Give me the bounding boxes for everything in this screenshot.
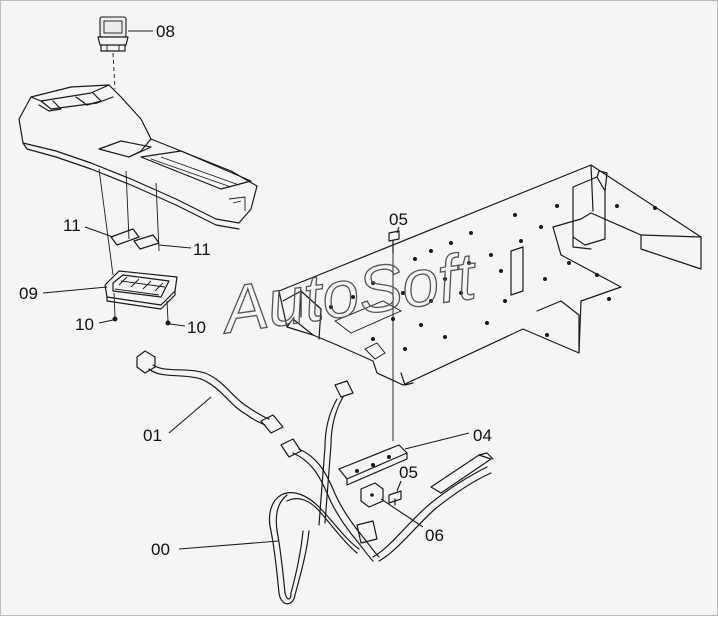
leader-00	[178, 540, 280, 550]
cable-rod-right	[430, 452, 494, 494]
leader-01	[168, 396, 212, 434]
bracket-frame	[278, 164, 702, 386]
callout-05-lower: 05	[399, 463, 418, 482]
part-05-bolt-lower	[388, 490, 402, 506]
callout-05-upper: 05	[389, 210, 408, 229]
leader-11a	[84, 226, 114, 238]
part-06-bracket	[360, 482, 384, 508]
leader-04	[404, 432, 470, 450]
callout-00: 00	[151, 540, 170, 559]
assembly-lines-console	[98, 168, 169, 322]
callout-10-left: 10	[75, 315, 94, 334]
callout-11-left: 11	[63, 216, 81, 235]
center-console	[18, 84, 258, 230]
part-09-switch-bank	[104, 270, 178, 310]
part-11-covers	[110, 228, 160, 250]
leader-10a	[98, 319, 114, 324]
part-05-bolt-upper	[388, 230, 400, 441]
leader-11b	[158, 244, 192, 249]
part-01-harness	[136, 350, 492, 605]
callout-09: 09	[19, 284, 38, 303]
part-04-bar	[338, 444, 408, 486]
callout-10-right: 10	[187, 318, 206, 337]
callout-08: 08	[156, 22, 175, 41]
leader-06	[380, 498, 424, 528]
leader-10b	[169, 323, 186, 327]
callout-04: 04	[473, 426, 492, 445]
leader-05a	[396, 226, 400, 234]
part-08-switch	[97, 16, 129, 52]
leader-09	[42, 286, 108, 294]
callout-06: 06	[425, 526, 444, 545]
callout-01: 01	[143, 426, 162, 445]
leader-05b	[396, 480, 402, 492]
part-10-screws	[112, 316, 171, 326]
callout-11-right: 11	[193, 240, 211, 259]
